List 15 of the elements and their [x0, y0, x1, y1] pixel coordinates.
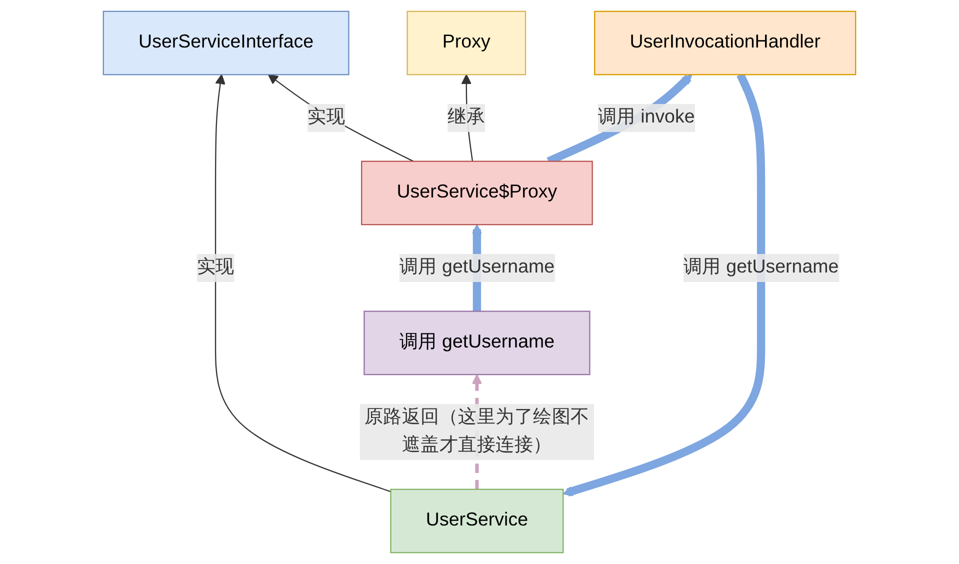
- arrow: [268, 74, 414, 162]
- edge-label: 调用 getUsername: [399, 257, 555, 278]
- node-box: UserService: [390, 488, 564, 554]
- node-box: UserServiceInterface: [102, 10, 350, 76]
- edge-label: 原路返回（这里为了绘图不遮盖才直接连接）: [364, 407, 590, 456]
- arrow: [214, 74, 391, 492]
- node-box: UserInvocationHandler: [594, 10, 856, 76]
- edge-label: 实现: [196, 257, 234, 278]
- node-box: Proxy: [406, 10, 526, 76]
- edge-label: 调用 invoke: [598, 107, 695, 128]
- edge-label: 实现: [308, 107, 346, 128]
- node-box: UserService$Proxy: [361, 160, 593, 226]
- edge-label: 调用 getUsername: [683, 257, 839, 278]
- edge-label: 继承: [448, 107, 486, 128]
- node-box: 调用 getUsername: [364, 310, 590, 376]
